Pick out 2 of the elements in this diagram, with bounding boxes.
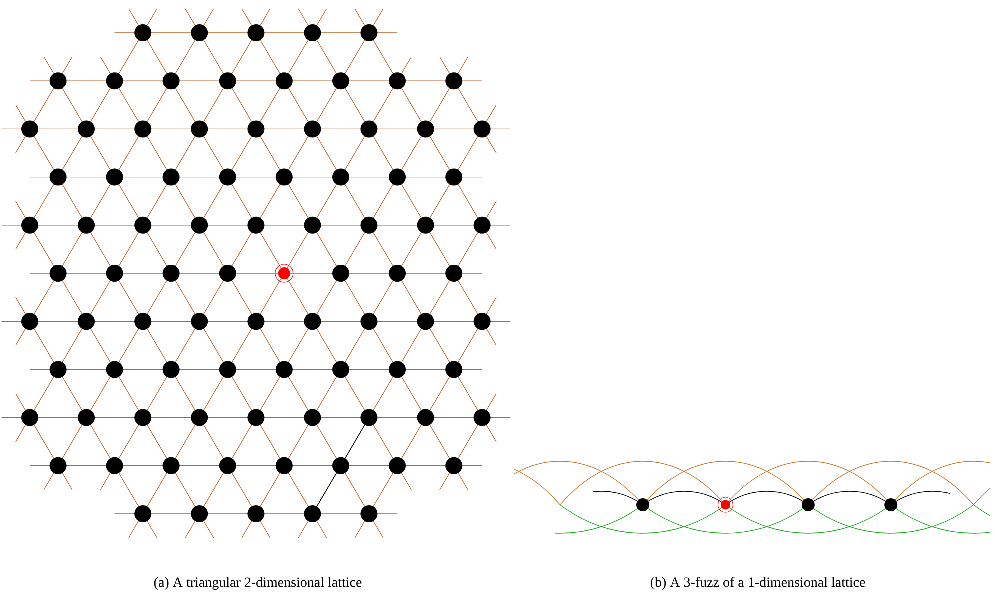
caption: (b) A 3-fuzz of a 1-dimensional lattice: [650, 577, 866, 590]
caption: (a) A triangular 2-dimensional lattice: [154, 577, 362, 590]
